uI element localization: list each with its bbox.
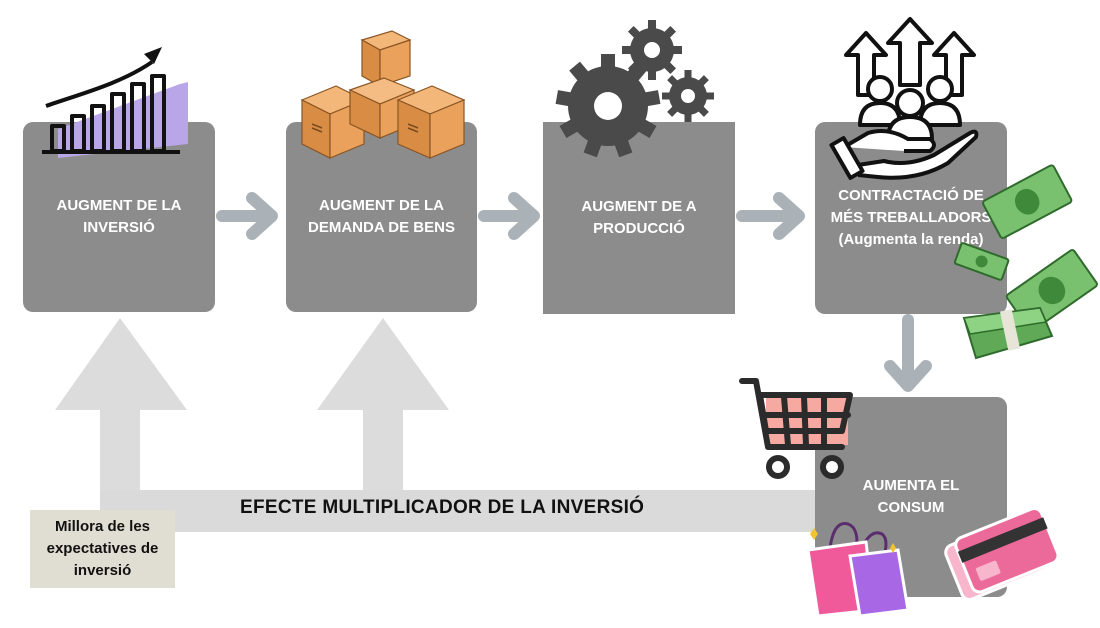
boxes-icon <box>300 30 466 159</box>
note-line2: expectatives de <box>46 540 159 557</box>
shopping-bags-icon <box>806 522 910 618</box>
box-hiring-line3: (Augmenta la renda) <box>838 231 984 248</box>
gears-icon <box>555 20 714 158</box>
multiplier-label: EFECTE MULTIPLICADOR DE LA INVERSIÓ <box>240 497 645 518</box>
credit-cards-icon <box>944 507 1060 601</box>
note-line3: inversió <box>73 562 132 579</box>
down-arrow <box>884 314 932 392</box>
box-investment-line2: INVERSIÓ <box>83 219 155 236</box>
hiring-people-icon <box>829 17 979 180</box>
multiplier-bar <box>100 490 820 532</box>
box-production-line1: AUGMENT DE A <box>581 198 697 215</box>
box-demand-line2: DEMANDA DE BENS <box>308 219 455 236</box>
box-consumption-line2: CONSUM <box>877 499 945 516</box>
shopping-cart-icon <box>739 378 853 479</box>
box-demand-line1: AUGMENT DE LA <box>319 197 444 214</box>
box-consumption-line1: AUMENTA EL <box>862 477 960 494</box>
right-arrow-1 <box>216 192 278 240</box>
box-investment-line1: AUGMENT DE LA <box>56 197 182 214</box>
box-production: AUGMENT DE A PRODUCCIÓ <box>543 122 735 314</box>
box-hiring-line1: CONTRACTACIÓ DE <box>838 187 984 204</box>
box-production-line2: PRODUCCIÓ <box>593 220 685 237</box>
growth-chart-icon <box>42 47 188 158</box>
right-arrow-3 <box>736 192 805 240</box>
box-hiring-line2: MÉS TREBALLADORS <box>830 209 992 226</box>
note-line1: Millora de les <box>54 518 151 535</box>
money-icon <box>953 164 1098 360</box>
box-demand: AUGMENT DE LA DEMANDA DE BENS <box>286 122 477 312</box>
expectations-note: Millora de les expectatives de inversió <box>30 510 175 588</box>
right-arrow-2 <box>478 192 540 240</box>
